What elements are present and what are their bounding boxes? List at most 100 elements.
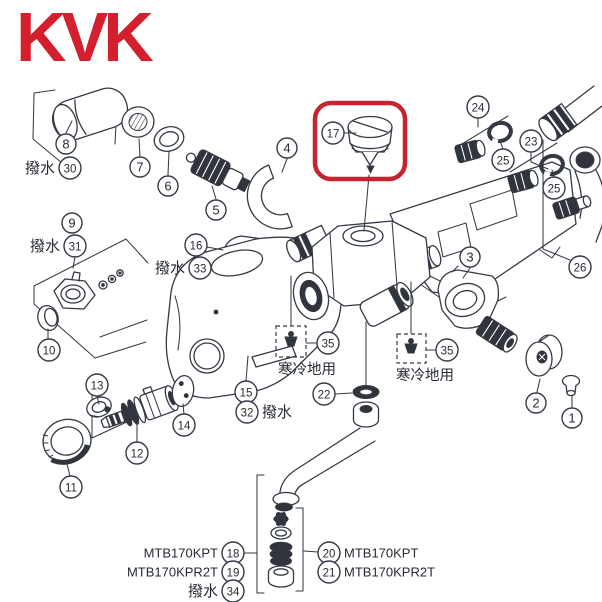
callout-8: 8 [55, 133, 77, 155]
svg-text:13: 13 [91, 380, 104, 392]
svg-text:9: 9 [68, 215, 75, 230]
svg-text:10: 10 [43, 345, 56, 357]
cold-region-label: 寒冷地用 [278, 360, 336, 378]
svg-text:34: 34 [227, 586, 240, 598]
callout-12: 12 [125, 441, 149, 465]
svg-text:19: 19 [227, 567, 240, 579]
thermo-cartridge-5 [185, 149, 251, 193]
svg-text:撥水: 撥水 [155, 260, 185, 277]
svg-text:24: 24 [472, 102, 485, 114]
handle-nut-9 [53, 269, 124, 310]
check-valve-24 [454, 139, 486, 164]
svg-text:33: 33 [194, 263, 207, 275]
cap-10 [37, 305, 59, 331]
callout-19: 19 MTB170KPR2T [127, 560, 245, 584]
callout-20: 20 MTB170KPT [317, 541, 418, 565]
callout-30: 30 撥水 [25, 156, 82, 180]
svg-text:7: 7 [136, 159, 143, 174]
callout-11: 11 [59, 475, 83, 499]
callout-14: 14 [172, 413, 196, 437]
highlight-box [312, 100, 408, 182]
svg-text:35: 35 [322, 338, 335, 350]
brand-logo: KVK [16, 0, 154, 76]
callout-1: 1 [561, 407, 583, 429]
o-ring-25-upper [487, 120, 513, 148]
shower-connector [475, 315, 518, 353]
disc-2 [525, 334, 563, 377]
check-valve-23 [507, 169, 539, 194]
svg-text:1: 1 [568, 410, 575, 425]
svg-text:14: 14 [178, 420, 191, 432]
callout-23: 23 [519, 129, 543, 153]
svg-text:26: 26 [574, 262, 587, 274]
ring-13 [86, 396, 112, 418]
callout-21: 21 MTB170KPR2T [317, 560, 435, 584]
callout-17: 17 [321, 121, 345, 145]
clamp-4 [246, 164, 293, 230]
svg-text:12: 12 [131, 448, 144, 460]
svg-text:35: 35 [441, 345, 454, 357]
washer-22 [352, 385, 380, 428]
disc-14 [171, 374, 195, 408]
svg-text:撥水: 撥水 [262, 404, 292, 421]
callout-2: 2 [525, 392, 547, 414]
svg-text:18: 18 [227, 548, 240, 560]
callout-4: 4 [276, 137, 298, 159]
callout-25: 25 [491, 148, 515, 172]
svg-text:撥水: 撥水 [30, 238, 60, 255]
callout-25: 25 [542, 176, 566, 200]
leader-lines [47, 117, 573, 554]
callout-33: 33 撥水 [155, 256, 212, 280]
ring-6 [153, 126, 185, 152]
svg-text:撥水: 撥水 [188, 583, 218, 600]
svg-text:4: 4 [283, 140, 290, 155]
spout [272, 427, 376, 512]
svg-text:11: 11 [65, 482, 77, 494]
cover-plate-3 [437, 265, 500, 329]
svg-text:32: 32 [241, 407, 254, 419]
svg-text:21: 21 [323, 567, 336, 579]
callout-6: 6 [157, 175, 179, 197]
svg-text:5: 5 [212, 202, 219, 217]
svg-text:22: 22 [318, 389, 331, 401]
svg-text:MTB170KPT: MTB170KPT [144, 546, 218, 561]
knurled-ring-11 [42, 418, 92, 465]
cold-region-screw-left [275, 325, 307, 358]
callout-3: 3 [459, 246, 481, 268]
svg-text:8: 8 [62, 136, 69, 151]
cap-17 [347, 115, 393, 175]
svg-text:16: 16 [190, 240, 203, 252]
callout-34: 34 撥水 [188, 579, 245, 602]
svg-text:30: 30 [64, 163, 77, 175]
callout-9: 9 [61, 212, 83, 234]
svg-text:31: 31 [69, 241, 82, 253]
svg-text:撥水: 撥水 [25, 160, 55, 177]
svg-text:MTB170KPR2T: MTB170KPR2T [127, 565, 218, 580]
callout-5: 5 [205, 199, 227, 221]
callout-22: 22 [312, 382, 336, 406]
svg-text:MTB170KPR2T: MTB170KPR2T [344, 565, 435, 580]
aerator-parts [267, 512, 295, 588]
callout-35: 35 [316, 331, 340, 355]
callout-31: 31 撥水 [30, 234, 87, 258]
check-valve-26 [552, 195, 592, 220]
svg-text:23: 23 [525, 136, 538, 148]
callout-15: 15 [234, 380, 258, 404]
svg-text:20: 20 [323, 548, 336, 560]
callout-18: 18 MTB170KPT [144, 541, 245, 565]
cold-region-screw-right [396, 333, 427, 364]
svg-text:MTB170KPT: MTB170KPT [344, 546, 418, 561]
callout-layer: 8 30 撥水 7 6 5 4 17 24 25 23 25 26 9 31 撥水 16 33 撥水 3 10 35 35 2… [25, 95, 592, 602]
cartridge-12 [100, 385, 179, 428]
supply-pipe-elbow-bottom [569, 146, 602, 243]
valve-body [286, 220, 442, 327]
svg-text:25: 25 [497, 155, 510, 167]
svg-text:6: 6 [164, 178, 171, 193]
svg-text:25: 25 [548, 183, 561, 195]
callout-35: 35 [435, 338, 459, 362]
callout-26: 26 [568, 255, 592, 279]
svg-text:2: 2 [532, 395, 539, 410]
callout-16: 16 [184, 233, 208, 257]
